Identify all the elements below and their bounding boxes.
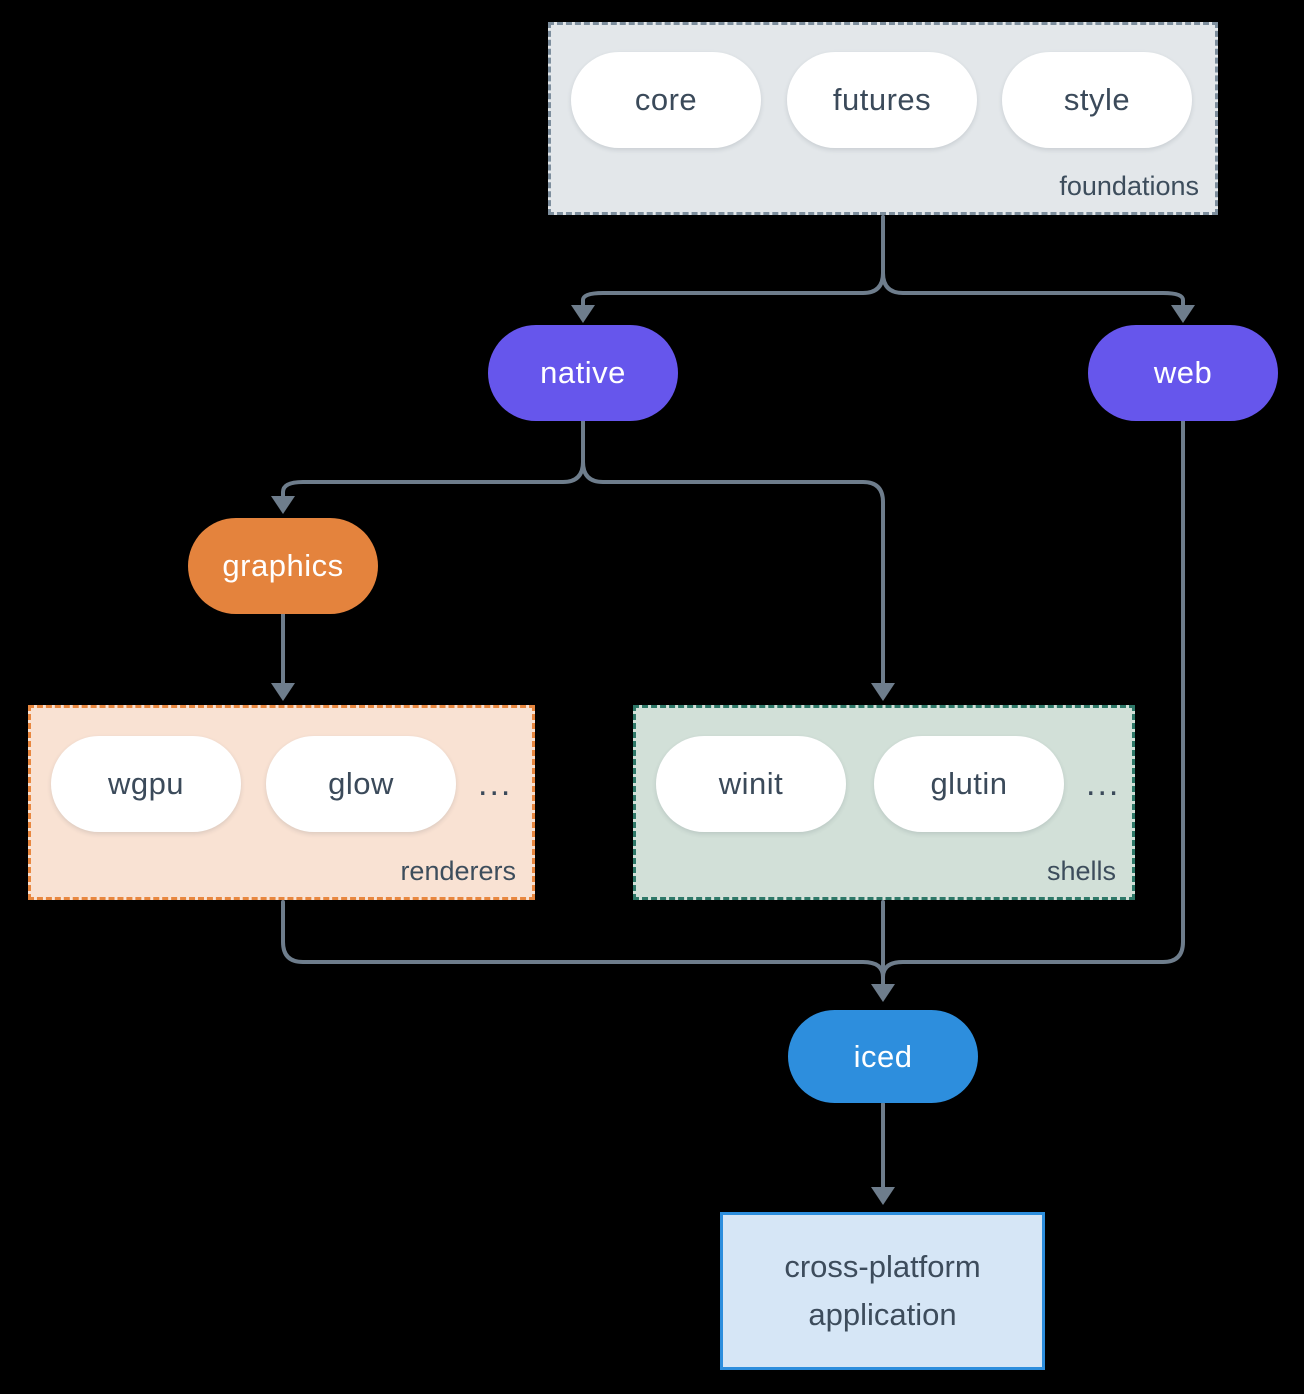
node-style-label: style	[1063, 82, 1131, 117]
node-wgpu: wgpu	[51, 736, 241, 832]
edge-native-graphics	[281, 419, 585, 499]
node-winit: winit	[656, 736, 846, 832]
shells-ellipsis: ...	[1086, 764, 1121, 803]
group-foundations: core futures style foundations	[548, 22, 1218, 215]
node-application-label: cross-platform application	[784, 1249, 981, 1332]
node-iced: iced	[788, 1010, 978, 1103]
foundations-group-label: foundations	[1059, 171, 1199, 201]
node-native-label: native	[540, 355, 626, 390]
arrowhead-graphics	[271, 496, 295, 514]
node-iced-label: iced	[853, 1038, 913, 1074]
node-style: style	[1002, 52, 1192, 148]
node-web: web	[1088, 325, 1278, 421]
node-glutin: glutin	[874, 736, 1064, 832]
edge-foundations-web	[881, 215, 1185, 308]
renderers-ellipsis: ...	[478, 764, 513, 803]
arrowhead-renderers	[271, 683, 295, 701]
node-glutin-label: glutin	[930, 766, 1008, 801]
arrowhead-native	[571, 305, 595, 323]
node-glow: glow	[266, 736, 456, 832]
renderers-group-label: renderers	[400, 856, 516, 886]
node-graphics: graphics	[188, 518, 378, 614]
node-native: native	[488, 325, 678, 421]
arrowhead-application	[871, 1187, 895, 1205]
node-graphics-label: graphics	[222, 548, 344, 583]
group-shells: winit glutin ... shells	[633, 705, 1135, 900]
arrowhead-shells	[871, 683, 895, 701]
node-wgpu-label: wgpu	[107, 766, 185, 801]
node-winit-label: winit	[718, 766, 784, 801]
node-web-label: web	[1153, 355, 1213, 390]
arrowhead-iced	[871, 984, 895, 1002]
node-core-label: core	[634, 82, 698, 117]
edge-foundations-native	[581, 215, 885, 308]
arrowhead-web	[1171, 305, 1195, 323]
node-futures: futures	[787, 52, 977, 148]
shells-group-label: shells	[1046, 856, 1116, 886]
node-futures-label: futures	[832, 82, 932, 117]
edge-native-shells	[581, 419, 885, 686]
group-renderers: wgpu glow ... renderers	[28, 705, 535, 900]
node-glow-label: glow	[328, 766, 394, 801]
node-application: cross-platform application	[720, 1212, 1045, 1370]
node-core: core	[571, 52, 761, 148]
edge-renderers-iced	[281, 900, 885, 979]
